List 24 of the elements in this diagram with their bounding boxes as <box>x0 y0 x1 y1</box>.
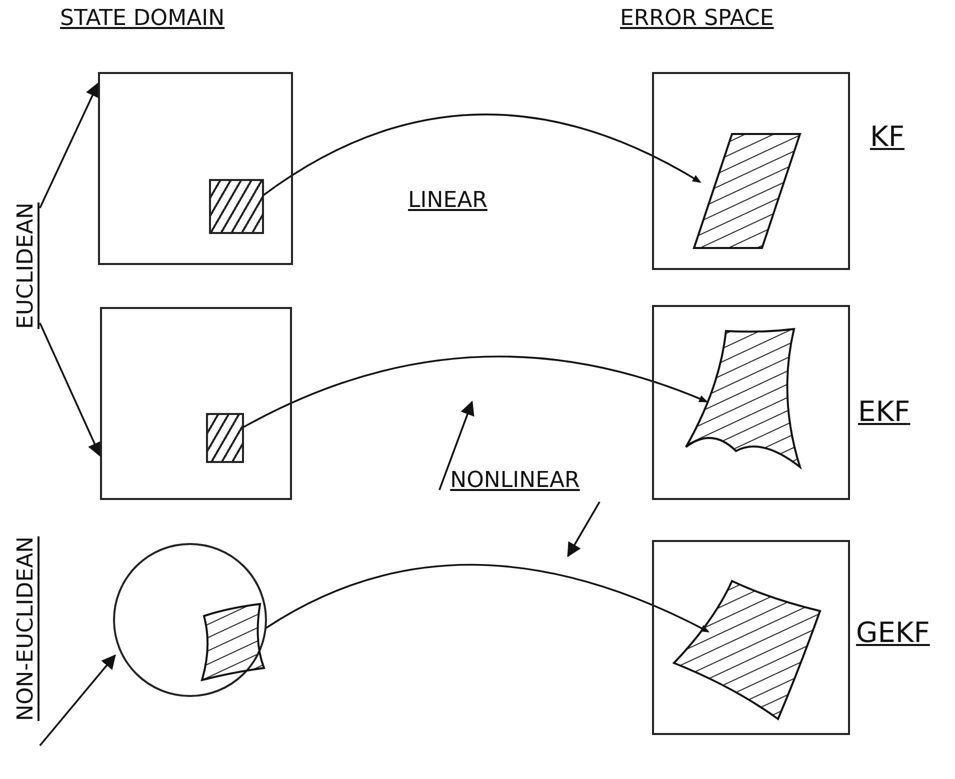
hatched-patch <box>198 602 268 682</box>
square-frame <box>652 305 850 500</box>
arrow <box>39 82 100 208</box>
square-frame <box>98 72 293 265</box>
circle-frame <box>113 543 267 697</box>
arrow <box>438 400 474 490</box>
column-heading: STATE DOMAIN <box>60 6 225 31</box>
filter-label: KF <box>870 120 904 153</box>
axis-label: NONLINEAR <box>425 468 605 504</box>
axis-label: NON-EUCLIDEAN <box>2 505 50 753</box>
square-frame <box>652 72 850 270</box>
hatched-patch <box>670 577 824 722</box>
square-frame <box>100 307 292 500</box>
filter-label: EKF <box>858 395 910 428</box>
section-label: LINEAR <box>408 188 488 213</box>
arrow <box>39 654 116 746</box>
arrow <box>39 322 102 457</box>
hatched-parallelogram <box>692 132 802 250</box>
filter-label: GEKF <box>856 616 930 649</box>
arrow <box>567 501 600 558</box>
square-frame <box>652 540 850 735</box>
hatched-square <box>206 413 244 463</box>
column-heading: ERROR SPACE <box>620 6 774 31</box>
hatched-square <box>209 179 264 234</box>
